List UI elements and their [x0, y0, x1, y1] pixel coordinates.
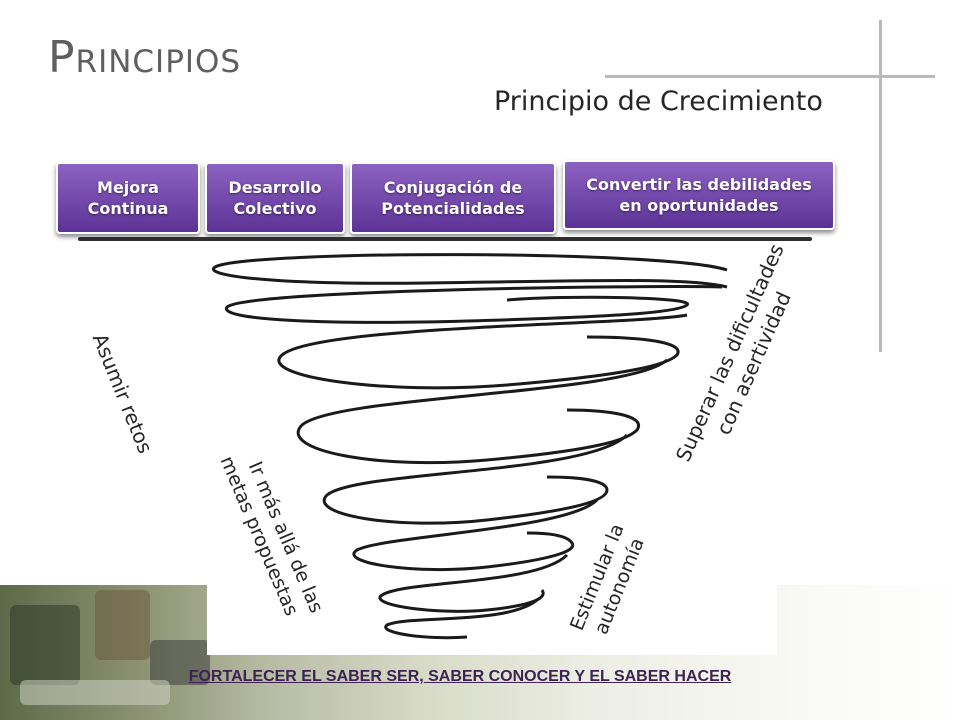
label-asumir-retos: Asumir retos	[87, 330, 158, 457]
pill-convertir-debilidades: Convertir las debilidades en oportunidade…	[563, 160, 835, 230]
slide-subtitle: Principio de Crecimiento	[494, 86, 823, 117]
growth-spiral	[211, 253, 728, 640]
pill-line: Desarrollo	[228, 178, 322, 197]
decorative-horizontal-line	[605, 75, 935, 78]
divider-bar	[78, 237, 812, 241]
pill-conjugacion-potencialidades: Conjugación de Potencialidades	[350, 162, 556, 234]
pill-line: Mejora	[97, 178, 159, 197]
pill-line: Potencialidades	[381, 199, 525, 218]
photo-keyboard	[20, 680, 170, 705]
photo-figure	[95, 590, 150, 660]
photo-monitor	[150, 640, 210, 685]
pill-line: Continua	[87, 199, 169, 218]
spiral-panel	[207, 245, 777, 655]
footer-caption: FORTALECER EL SABER SER, SABER CONOCER Y…	[188, 668, 732, 685]
pill-line: Conjugación de	[383, 178, 523, 197]
pill-line: en oportunidades	[619, 196, 779, 215]
decorative-vertical-line	[879, 20, 882, 352]
slide-title: Principios	[48, 32, 242, 83]
photo-figure	[10, 605, 80, 685]
pill-line: Convertir las debilidades	[586, 175, 812, 194]
pill-line: Colectivo	[233, 199, 317, 218]
